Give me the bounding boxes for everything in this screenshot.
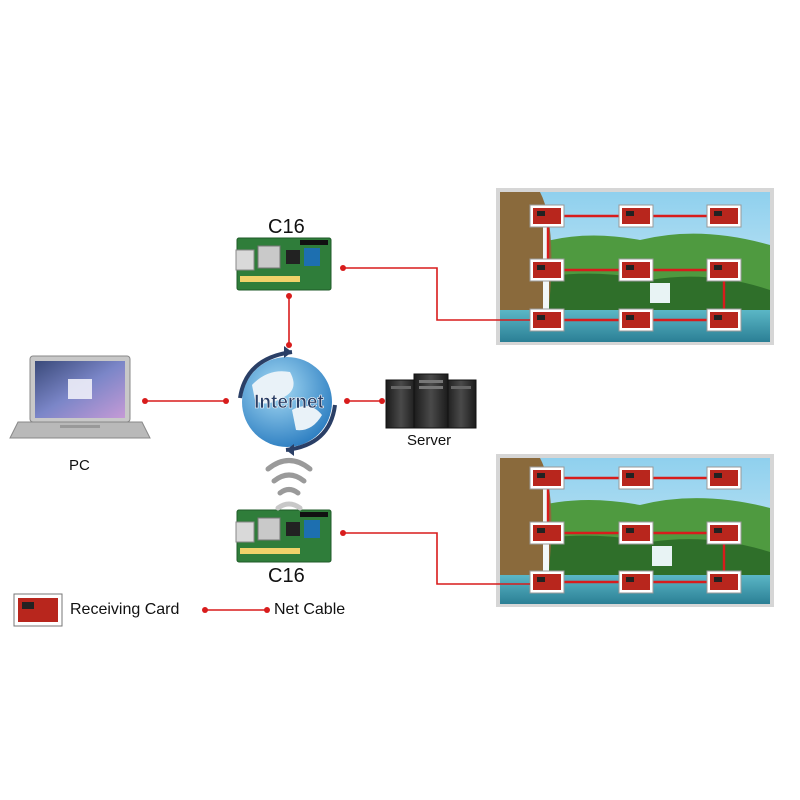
server-icon (385, 373, 477, 429)
laptop-pc-icon (9, 355, 151, 439)
c16-controller-board-top (235, 237, 332, 291)
c16-bottom-label: C16 (268, 565, 305, 587)
receiving-card (618, 570, 654, 594)
legend-net-cable-label: Net Cable (274, 601, 346, 618)
receiving-card (618, 466, 654, 490)
legend-net-cable-icon (202, 607, 270, 613)
internet-label: Internet (254, 392, 324, 413)
cable-c16-bottom-to-screen-2 (343, 532, 530, 585)
receiving-card (618, 204, 654, 228)
c16-top-label: C16 (268, 216, 305, 238)
receiving-card (529, 521, 565, 545)
receiving-card (529, 204, 565, 228)
globe-icon (238, 346, 337, 456)
receiving-card (706, 258, 742, 282)
receiving-card (706, 521, 742, 545)
cable-endpoints (142, 265, 385, 536)
receiving-card (529, 570, 565, 594)
wireless-signal-icon (265, 458, 313, 511)
receiving-card (618, 258, 654, 282)
receiving-card (529, 466, 565, 490)
receiving-card (529, 308, 565, 332)
legend-receiving-card-label: Receiving Card (70, 601, 180, 618)
receiving-card (706, 204, 742, 228)
receiving-card (706, 570, 742, 594)
legend-receiving-card-icon (13, 593, 63, 627)
cable-c16-top-to-screen-1 (343, 267, 530, 321)
receiving-card (706, 308, 742, 332)
pc-label: PC (69, 457, 90, 474)
receiving-card (529, 258, 565, 282)
server-label: Server (407, 432, 452, 449)
net-cables (145, 267, 530, 585)
receiving-card (706, 466, 742, 490)
receiving-card (618, 308, 654, 332)
c16-controller-board-bottom (235, 509, 332, 563)
receiving-card (618, 521, 654, 545)
